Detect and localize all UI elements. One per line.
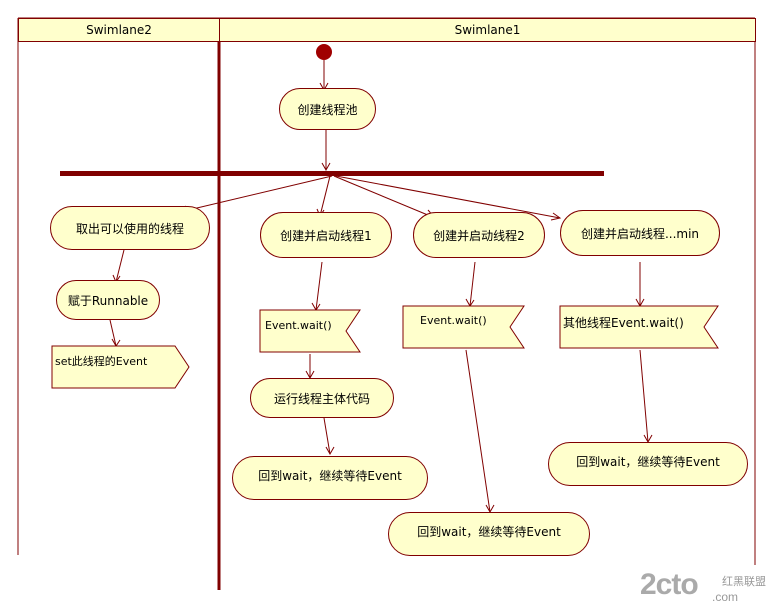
action-create-thread1[interactable]: 创建并启动线程1 bbox=[260, 212, 392, 258]
arrowhead-return1 bbox=[325, 446, 335, 456]
signal-wait2-label: Event.wait() bbox=[420, 314, 487, 327]
arrowhead-tmin bbox=[550, 212, 562, 221]
accept-signal-shape-1 bbox=[259, 309, 361, 353]
edge-take-to-assign bbox=[115, 249, 125, 283]
edge-fork-to-t1 bbox=[319, 175, 331, 217]
action-create-pool[interactable]: 创建线程池 bbox=[279, 88, 376, 130]
watermark-tagline: 红黑联盟 bbox=[722, 576, 766, 588]
watermark-suffix: .com bbox=[712, 590, 739, 604]
edge-t1-to-wait1 bbox=[315, 261, 323, 311]
action-create-thread-min[interactable]: 创建并启动线程...min bbox=[560, 210, 720, 256]
send-signal-shape bbox=[51, 345, 190, 389]
connectors bbox=[109, 60, 649, 513]
action-return-wait-min[interactable]: 回到wait，继续等待Event bbox=[548, 442, 748, 486]
edge-waitother-to-returnmin bbox=[639, 349, 649, 443]
accept-signal-shape-other bbox=[559, 305, 719, 349]
signal-set-event-label: set此线程的Event bbox=[55, 355, 148, 368]
edge-run-to-return1 bbox=[323, 417, 331, 455]
action-return-wait-1[interactable]: 回到wait，继续等待Event bbox=[232, 456, 428, 500]
edge-t2-to-wait2 bbox=[469, 261, 476, 307]
action-run-main-code[interactable]: 运行线程主体代码 bbox=[250, 378, 394, 418]
action-take-thread[interactable]: 取出可以使用的线程 bbox=[50, 206, 210, 250]
edge-fork-to-tmin bbox=[335, 175, 561, 219]
edge-fork-to-take bbox=[179, 175, 333, 213]
accept-signal-shape-2 bbox=[402, 305, 525, 349]
edge-wait2-to-return2 bbox=[465, 349, 491, 513]
edge-fork-to-t2 bbox=[333, 175, 436, 219]
signal-wait1-label: Event.wait() bbox=[265, 319, 332, 332]
arrowhead-fork bbox=[321, 162, 331, 172]
edge-assign-to-set bbox=[109, 319, 117, 347]
action-assign-runnable[interactable]: 赋于Runnable bbox=[56, 280, 160, 320]
lane-title-swimlane2: Swimlane2 bbox=[18, 18, 220, 42]
action-return-wait-2[interactable]: 回到wait，继续等待Event bbox=[388, 512, 590, 556]
lane-title-swimlane1: Swimlane1 bbox=[219, 18, 756, 42]
watermark-logo: 2cto bbox=[640, 568, 699, 601]
signal-wait-other-label: 其他线程Event.wait() bbox=[563, 316, 684, 330]
action-create-thread2[interactable]: 创建并启动线程2 bbox=[413, 212, 545, 258]
initial-node bbox=[316, 44, 332, 60]
fork-bar bbox=[60, 171, 604, 176]
